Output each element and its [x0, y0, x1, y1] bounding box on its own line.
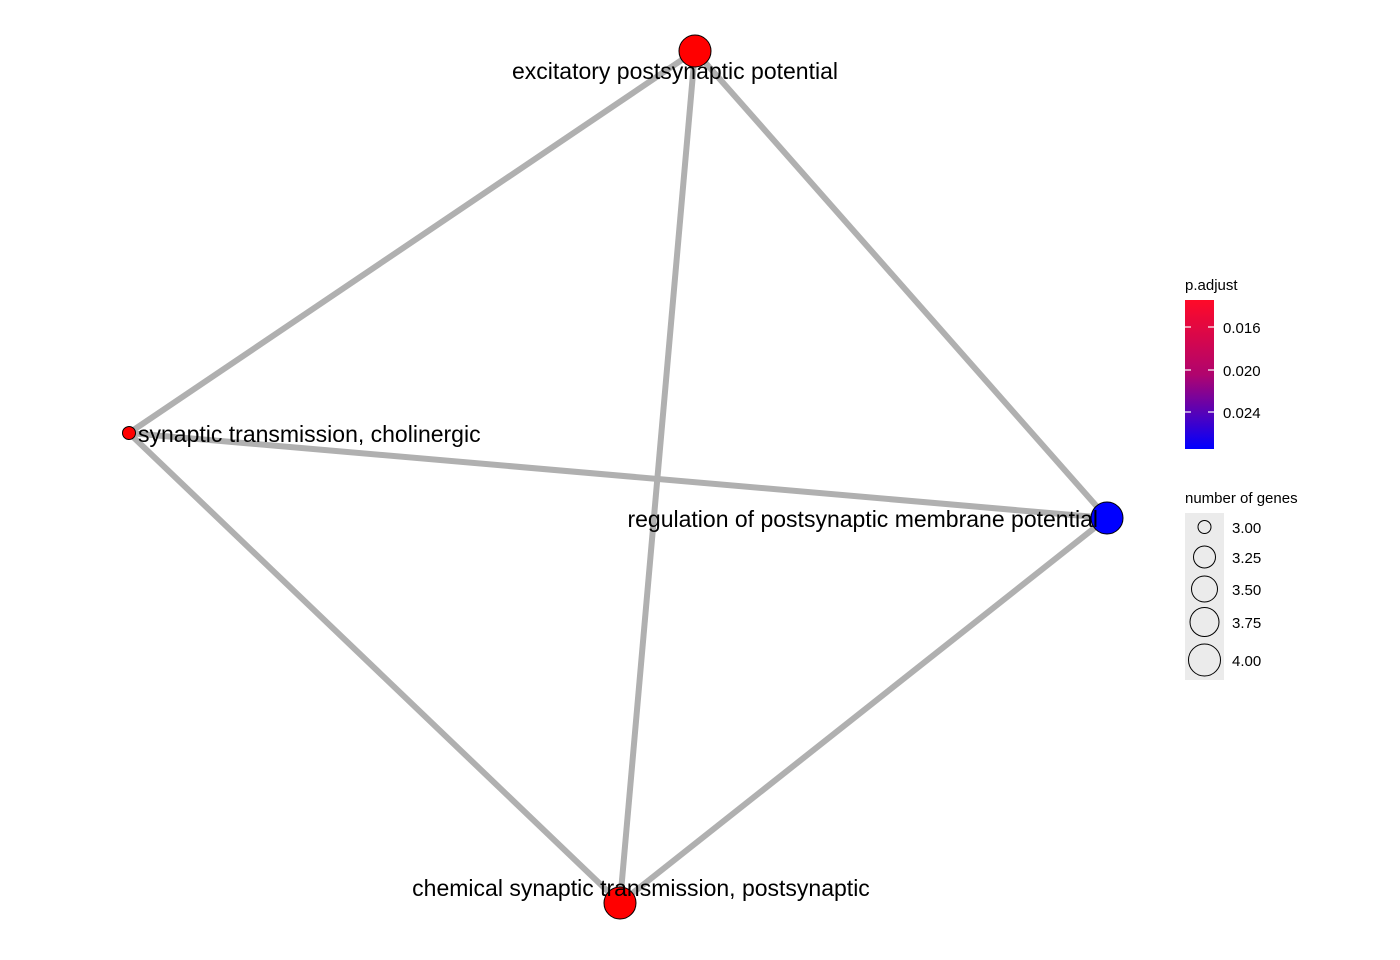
color-legend-tick-label: 0.020	[1223, 363, 1261, 380]
size-legend-circle	[1191, 575, 1218, 603]
size-legend-circle	[1197, 520, 1212, 534]
edge-regulation-chemical	[618, 515, 1109, 906]
node-chemical[interactable]	[603, 886, 637, 920]
labels-layer: excitatory postsynaptic potential synapt…	[138, 58, 1098, 901]
size-legend-label: 3.75	[1232, 615, 1261, 632]
size-legend-circle	[1189, 607, 1220, 637]
size-legend-circle	[1193, 545, 1216, 569]
color-legend-title: p.adjust	[1185, 277, 1238, 294]
node-regulation[interactable]	[1090, 501, 1124, 535]
node-label-regulation: regulation of postsynaptic membrane pote…	[627, 506, 1098, 532]
edge-cholinergic-chemical	[126, 430, 623, 906]
color-legend-bar	[1185, 300, 1214, 449]
size-legend-circle	[1188, 643, 1221, 677]
node-label-cholinergic: synaptic transmission, cholinergic	[138, 421, 481, 447]
size-legend-label: 3.50	[1232, 582, 1261, 599]
edge-cholinergic-regulation	[128, 430, 1108, 521]
color-legend-tick-label: 0.016	[1223, 320, 1261, 337]
size-legend-label: 3.25	[1232, 550, 1261, 567]
node-label-excitatory: excitatory postsynaptic potential	[512, 58, 838, 84]
size-legend-label: 4.00	[1232, 653, 1261, 670]
nodes-layer	[122, 34, 1124, 920]
size-legend: number of genes 3.00 3.25 3.50 3.75 4.00	[1185, 490, 1298, 680]
color-legend-tick-label: 0.024	[1223, 405, 1261, 422]
node-label-chemical: chemical synaptic transmission, postsyna…	[412, 875, 870, 901]
edges-layer	[126, 48, 1110, 906]
edge-excitatory-regulation	[692, 49, 1110, 520]
node-cholinergic[interactable]	[122, 426, 136, 440]
size-legend-title: number of genes	[1185, 490, 1298, 507]
size-legend-label: 3.00	[1232, 520, 1261, 537]
edge-excitatory-cholinergic	[127, 48, 697, 436]
node-excitatory[interactable]	[678, 34, 712, 68]
color-legend: p.adjust 0.016 0.020 0.024	[1185, 277, 1261, 449]
